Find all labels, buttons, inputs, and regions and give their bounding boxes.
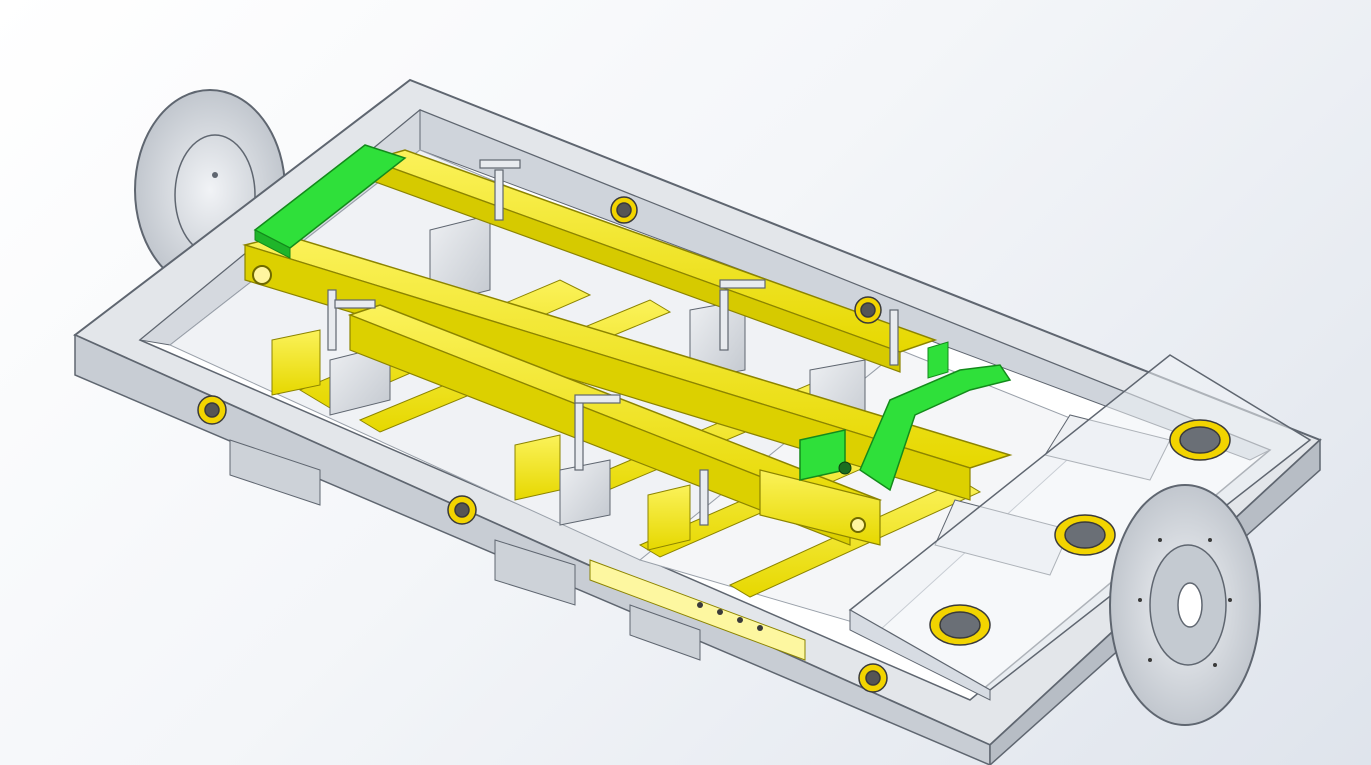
locating-pad[interactable] (854, 296, 882, 324)
mounting-blocks (229, 439, 701, 661)
green-clamp-arm[interactable] (799, 341, 1012, 492)
locating-pad[interactable] (929, 604, 991, 646)
locating-pad[interactable] (610, 196, 638, 224)
sensor-strip (589, 559, 806, 661)
green-clamp-bar[interactable] (253, 144, 407, 259)
locating-pad[interactable] (858, 663, 888, 693)
locating-pad[interactable] (447, 495, 477, 525)
locating-pad[interactable] (1054, 514, 1116, 556)
toggle-clamps[interactable] (327, 159, 899, 526)
locating-pad[interactable] (1169, 419, 1231, 461)
locating-pads[interactable] (197, 196, 1231, 693)
locating-pad[interactable] (197, 395, 227, 425)
turntable-disc-right[interactable] (1109, 484, 1261, 726)
locating-blocks[interactable] (271, 329, 691, 551)
